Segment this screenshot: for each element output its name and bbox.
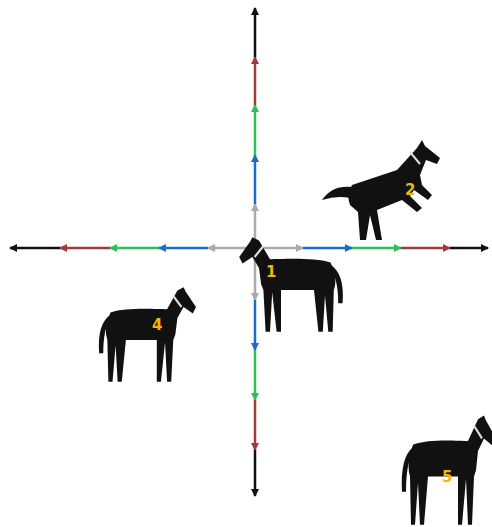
callout-number: 1 bbox=[266, 265, 276, 280]
callout-number: 5 bbox=[442, 470, 452, 485]
callout-number: 2 bbox=[405, 183, 415, 198]
callout-number: 4 bbox=[152, 318, 162, 333]
